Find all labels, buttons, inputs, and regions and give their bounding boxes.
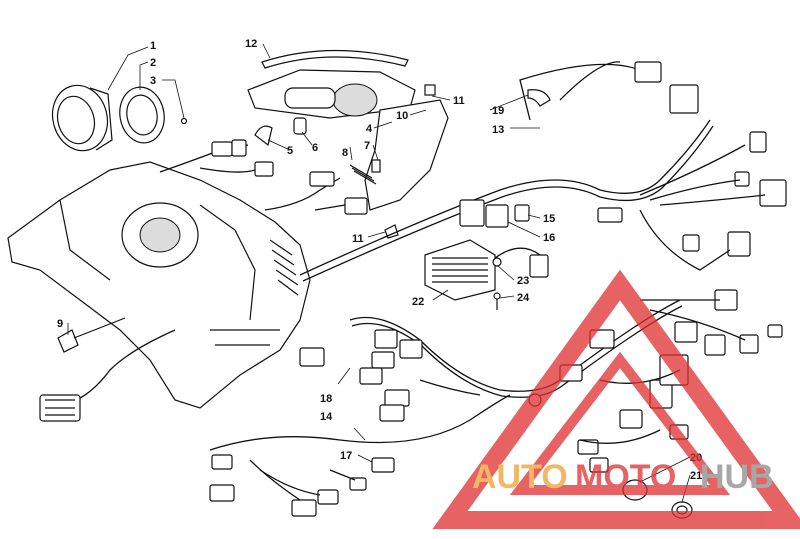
callout-13: 13 <box>492 124 504 136</box>
callout-3: 3 <box>150 75 156 87</box>
watermark-triangle-outer <box>432 269 800 529</box>
callout-6: 6 <box>312 142 318 154</box>
callout-18: 18 <box>320 393 332 405</box>
callout-11-top: 11 <box>453 95 465 107</box>
callout-8: 8 <box>342 147 348 159</box>
callout-labels: 1 2 3 12 4 10 11 5 6 7 8 11 19 13 15 16 … <box>57 38 702 482</box>
watermark-moto: MOTO <box>575 458 676 496</box>
callout-4: 4 <box>366 123 373 135</box>
callout-23: 23 <box>517 275 529 287</box>
callout-5: 5 <box>287 145 293 157</box>
callout-9: 9 <box>57 318 63 330</box>
watermark-hub: HUB <box>700 458 774 496</box>
callout-10: 10 <box>396 110 408 122</box>
callout-11-bottom: 11 <box>352 233 364 245</box>
callout-2: 2 <box>150 57 156 69</box>
callout-22: 22 <box>412 296 424 308</box>
callout-19: 19 <box>492 105 504 117</box>
hood-fairing <box>7 161 311 409</box>
small-connectors <box>159 117 399 239</box>
callout-14: 14 <box>320 411 333 423</box>
relays-and-regulator <box>424 199 549 310</box>
callout-21: 21 <box>690 470 702 482</box>
bolt-and-connector <box>39 317 176 422</box>
automotohub-watermark: AUTO MOTO HUB <box>432 269 800 529</box>
callout-1: 1 <box>150 40 156 52</box>
leader-lines <box>67 43 691 503</box>
callout-16: 16 <box>543 232 555 244</box>
callout-15: 15 <box>543 213 555 225</box>
callout-17: 17 <box>340 450 352 462</box>
callout-7: 7 <box>364 140 370 152</box>
callout-12: 12 <box>245 38 257 50</box>
watermark-auto: AUTO <box>472 458 568 496</box>
main-harness <box>299 61 787 282</box>
watermark-triangle-inner <box>509 351 731 495</box>
callout-24: 24 <box>517 292 530 304</box>
upper-cover <box>247 49 449 211</box>
headlight-assembly <box>51 84 188 152</box>
